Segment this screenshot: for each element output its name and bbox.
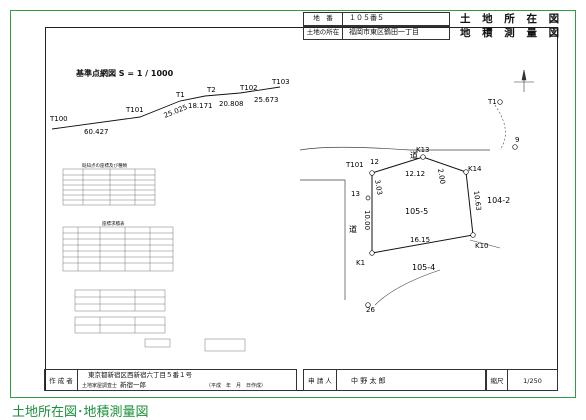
control-traverse-line <box>51 86 281 130</box>
map-frame <box>45 27 558 391</box>
distance-label: 12.12 <box>405 170 425 178</box>
boundary-point-marker <box>369 250 375 256</box>
location-value: 福岡市東区鶴田一丁目 <box>342 26 450 40</box>
applicant-label: 申 請 人 <box>303 369 337 391</box>
road-edge-line <box>300 179 346 300</box>
point-label: T101 <box>345 161 364 169</box>
north-arrow-icon <box>514 69 534 92</box>
distance-label: 2.00 <box>436 168 447 185</box>
title-location-map: 土 地 所 在 図 <box>460 13 564 25</box>
boundary-point-marker <box>365 302 371 308</box>
boundary-point-marker <box>365 195 371 201</box>
point-label: K13 <box>416 146 430 154</box>
road-line <box>299 146 490 151</box>
boundary-line <box>469 239 501 249</box>
control-point-label: T100 <box>49 115 68 123</box>
parcel-label: 104-2 <box>487 196 510 205</box>
point-label: T1 <box>487 98 497 106</box>
boundary-point-marker <box>470 232 476 238</box>
control-distance-label: 25.673 <box>254 96 279 104</box>
area-table <box>62 226 174 272</box>
point-label: K14 <box>468 165 482 173</box>
control-network-title: 基準点網図 S = 1 / 1000 <box>76 69 174 78</box>
control-point-label: T103 <box>271 78 290 86</box>
boundary-point-marker <box>512 144 518 150</box>
road-label: 道 <box>410 150 418 160</box>
road-label: 道 <box>349 224 357 234</box>
distance-label: 16.15 <box>410 236 430 244</box>
control-point-marker <box>497 99 503 105</box>
parcel-label: 105-5 <box>405 207 428 216</box>
boundary-point-marker <box>420 154 426 160</box>
boundary-point-marker <box>369 170 375 176</box>
boundary-line <box>374 269 441 306</box>
control-distance-label: 60.427 <box>84 128 109 136</box>
control-point-label: T101 <box>125 106 144 114</box>
title-survey-map: 地 積 測 量 図 <box>460 27 564 39</box>
point-label: 12 <box>370 158 379 166</box>
author-label: 作 成 者 <box>44 369 78 391</box>
coordinate-table-2 <box>74 289 246 352</box>
point-label: 13 <box>351 190 360 198</box>
scale-label: 縮尺 <box>486 369 508 391</box>
survey-sheet <box>10 10 576 398</box>
control-point-label: T1 <box>175 91 185 99</box>
point-label: 26 <box>366 306 375 314</box>
parcel-label: 105-4 <box>412 263 435 272</box>
table-2-title: 座標求積表 <box>102 222 125 227</box>
point-label: K1 <box>356 259 365 267</box>
control-point-label: T102 <box>239 84 258 92</box>
author-date: （平成 年 月 日作成） <box>206 383 267 389</box>
scale-value: 1/250 <box>507 369 558 391</box>
control-point-label: T2 <box>206 86 216 94</box>
page-caption: 土地所在図･地積測量図 <box>12 405 149 420</box>
point-label: K10 <box>475 242 489 250</box>
table-1-title: 既知点の座標及び種類 <box>82 164 127 169</box>
author-address: 東京都新宿区西新宿六丁目５番１号 <box>88 371 192 379</box>
boundary-point-marker <box>463 169 469 175</box>
point-label: 9 <box>515 136 519 144</box>
control-distance-label: 20.808 <box>219 100 244 108</box>
author-role: 土地家屋調査士 <box>82 383 118 389</box>
control-distance-label: 25.025 <box>163 103 189 120</box>
coordinate-table-1 <box>62 168 156 206</box>
lot-number-value: １０５番５ <box>342 12 450 26</box>
control-distance-label: 18.171 <box>188 102 213 110</box>
author-box: 東京都新宿区西新宿六丁目５番１号 土地家屋調査士 新宿一郎 （平成 年 月 日作… <box>77 369 297 391</box>
applicant-name: 中 野 太 郎 <box>336 369 486 391</box>
distance-label: 10.63 <box>472 190 482 211</box>
boundary-line <box>494 104 506 151</box>
distance-label: 3.03 <box>373 179 384 196</box>
author-name: 新宿一郎 <box>120 381 146 389</box>
distance-label: 10.00 <box>363 210 371 230</box>
